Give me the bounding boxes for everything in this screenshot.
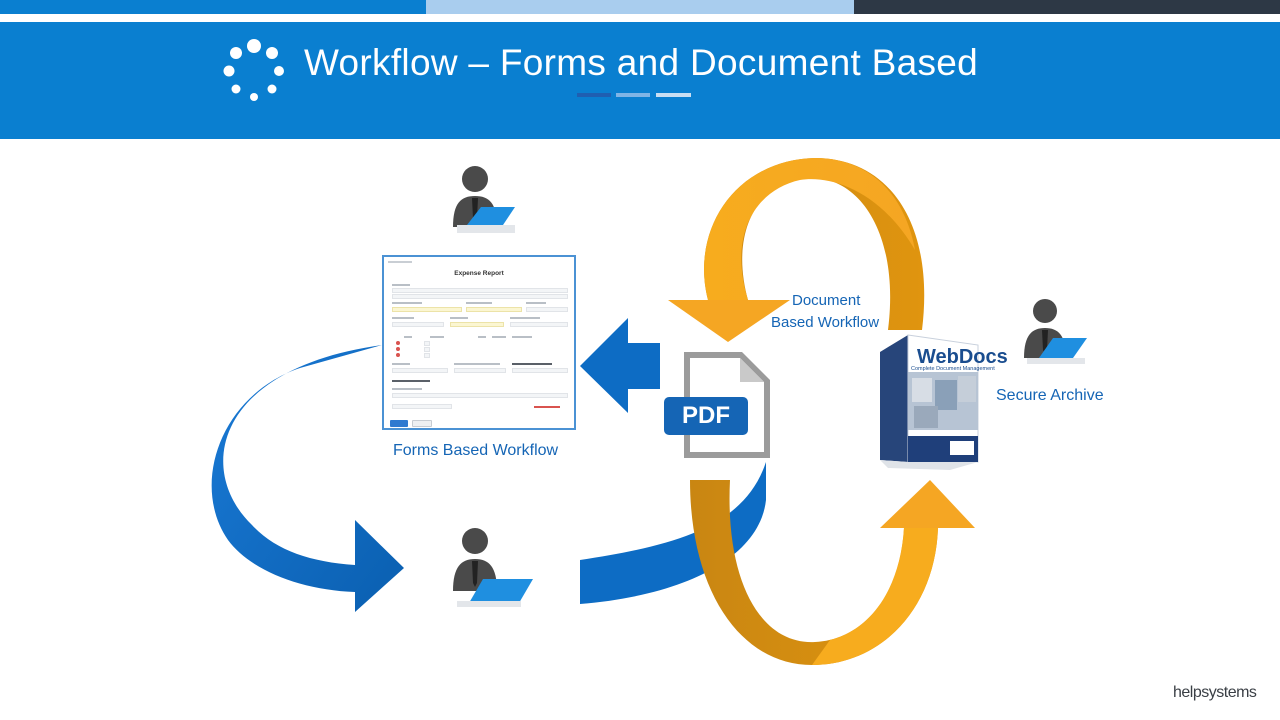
blue-loop-tail xyxy=(580,462,766,604)
remove-row-dot xyxy=(396,353,400,357)
form-field xyxy=(392,404,452,409)
product-subtitle: Complete Document Management xyxy=(911,366,995,372)
user-laptop-icon-top xyxy=(453,166,515,233)
form-label xyxy=(430,336,444,338)
pdf-label: PDF xyxy=(682,402,730,429)
top-strip-blue xyxy=(0,0,426,14)
helpsystems-logo: helpsystems xyxy=(1173,684,1257,701)
form-field xyxy=(392,307,462,312)
form-label xyxy=(526,302,546,304)
form-field xyxy=(466,307,522,312)
user-laptop-icon-archive xyxy=(1024,299,1087,364)
form-label xyxy=(392,302,422,304)
form-label xyxy=(392,388,422,390)
title-underline-3 xyxy=(656,93,691,97)
product-box-icon xyxy=(880,334,979,470)
slide-title: Workflow – Forms and Document Based xyxy=(304,42,979,83)
secure-archive-label: Secure Archive xyxy=(996,387,1104,404)
top-strip-light xyxy=(426,0,854,14)
form-label xyxy=(466,302,492,304)
cancel-button xyxy=(412,420,432,427)
form-label xyxy=(404,336,412,338)
form-field xyxy=(392,322,444,327)
form-field xyxy=(392,368,448,373)
pdf-badge xyxy=(664,397,748,435)
form-label xyxy=(454,363,500,365)
submit-button xyxy=(390,420,408,427)
gold-arrow-bottom-head xyxy=(880,480,975,528)
form-field xyxy=(512,368,568,373)
form-label xyxy=(510,317,540,319)
form-label xyxy=(392,317,414,319)
title-underline-2 xyxy=(616,93,650,97)
form-field xyxy=(450,322,504,327)
product-brand: WebDocs xyxy=(917,346,1008,368)
blue-arrow-left xyxy=(580,318,660,413)
form-field xyxy=(424,353,430,358)
form-label xyxy=(478,336,486,338)
remove-row-dot xyxy=(396,347,400,351)
form-field xyxy=(510,322,568,327)
form-label xyxy=(392,380,430,382)
gold-arrow-top-head xyxy=(668,300,790,342)
form-label xyxy=(492,336,506,338)
remove-row-dot xyxy=(396,341,400,345)
user-laptop-icon-bottom xyxy=(453,528,533,607)
header-band xyxy=(0,22,1280,139)
form-title: Expense Report xyxy=(454,270,504,277)
form-field xyxy=(392,393,568,398)
forms-workflow-label: Forms Based Workflow xyxy=(393,442,559,459)
form-breadcrumb xyxy=(388,261,412,263)
form-link xyxy=(534,406,560,408)
top-strip-dark xyxy=(854,0,1280,14)
document-workflow-label-line2: Based Workflow xyxy=(771,314,880,331)
spinner-logo-icon xyxy=(223,39,284,101)
document-workflow-label-line1: Document xyxy=(792,292,861,309)
form-field xyxy=(392,288,568,293)
form-label xyxy=(392,284,410,286)
title-underline-1 xyxy=(577,93,611,97)
form-field xyxy=(392,294,568,299)
gold-arrow-bottom-face xyxy=(812,528,938,665)
form-label xyxy=(450,317,468,319)
form-field xyxy=(424,341,430,346)
form-field xyxy=(424,347,430,352)
gold-arrow-top-face xyxy=(704,158,915,300)
form-label xyxy=(392,363,410,365)
form-label xyxy=(512,363,552,365)
blue-loop-arrow xyxy=(211,345,404,612)
expense-report-form: Expense Report xyxy=(382,255,576,430)
form-field xyxy=(526,307,568,312)
form-field xyxy=(454,368,506,373)
form-label xyxy=(512,336,532,338)
